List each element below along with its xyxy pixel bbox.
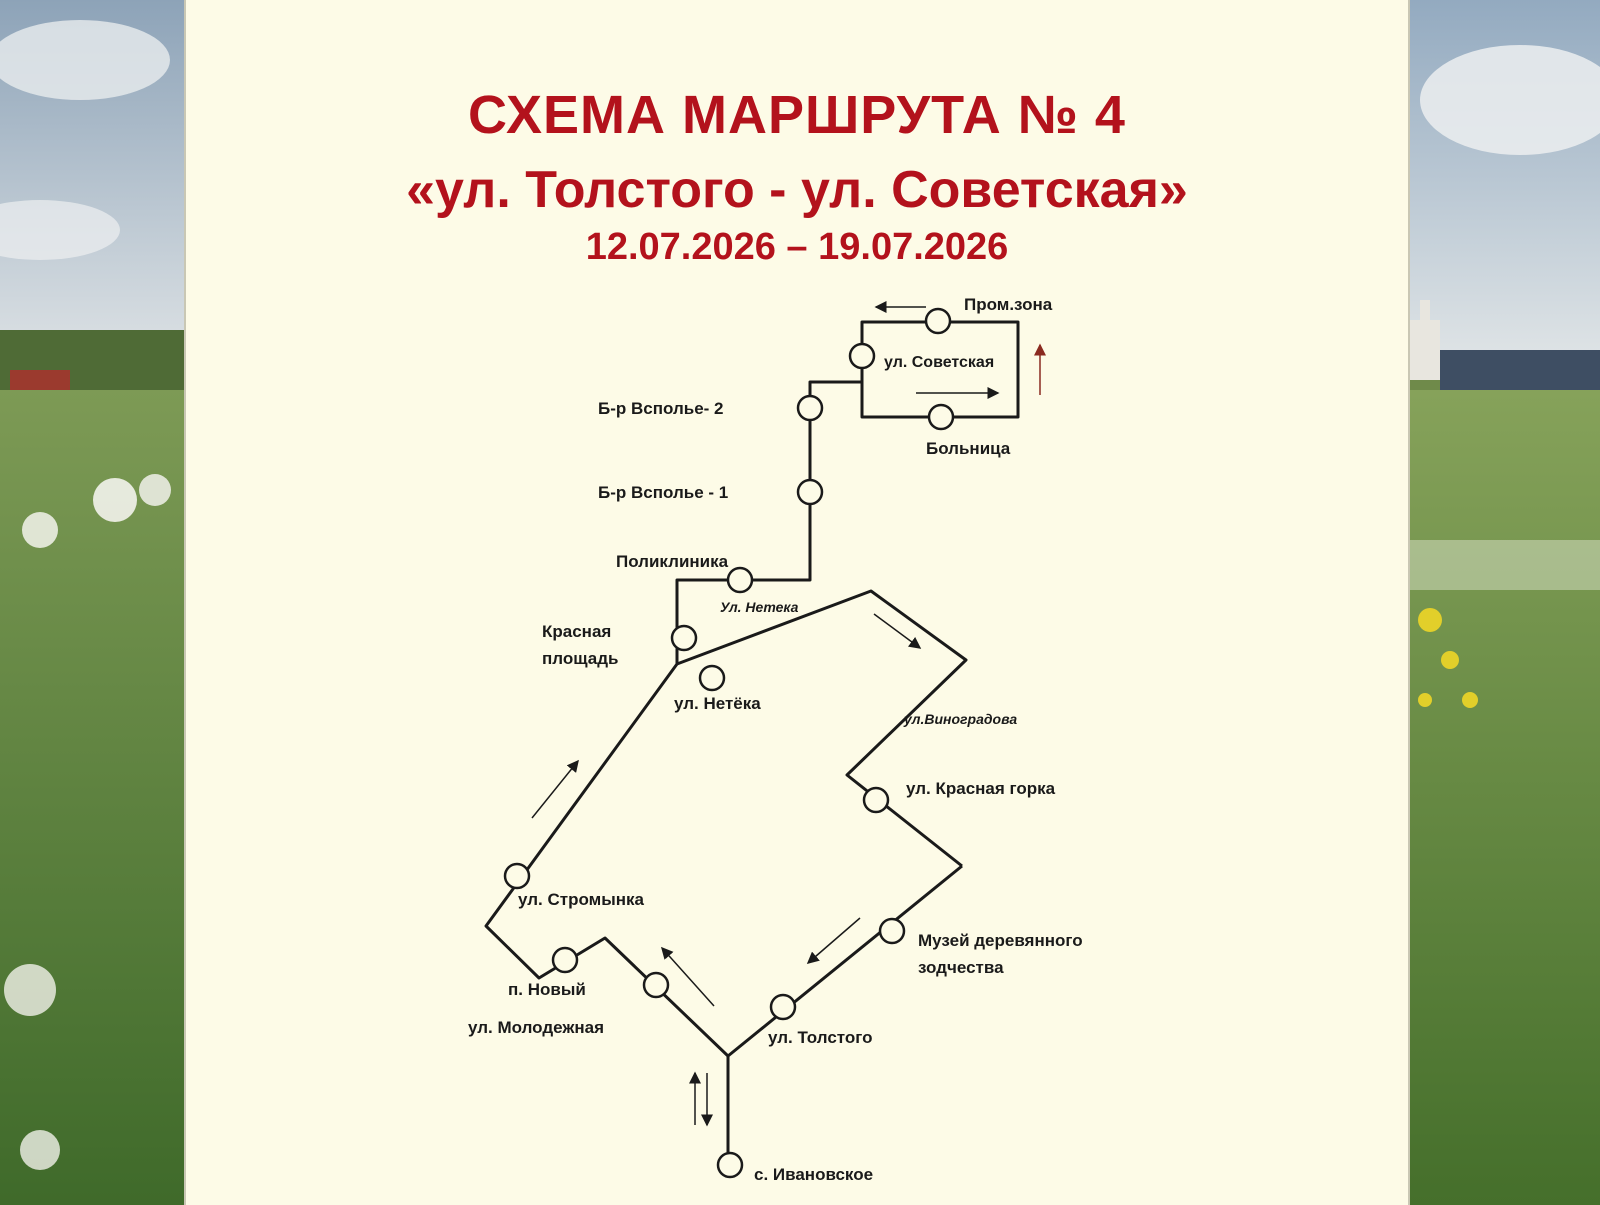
stop-labels: Пром.зона ул. Советская Больница Б-р Всп… [468,295,1083,1184]
label-vspole1: Б-р Всполье - 1 [598,483,728,502]
label-stromynka: ул. Стромынка [518,890,644,909]
route-poster: СХЕМА МАРШРУТА № 4 «ул. Толстого - ул. С… [184,0,1410,1205]
route-subtitle: «ул. Толстого - ул. Советская» [406,161,1188,219]
arrow-muzei-icon [806,917,861,964]
stop-molodezhnaya[interactable] [642,971,670,999]
stop-muzei[interactable] [878,917,906,945]
stop-vspole1[interactable] [796,478,824,506]
label-street-vinogradova: ул.Виноградова [903,711,1017,727]
route-line-east [727,864,963,1058]
label-molodezhnaya: ул. Молодежная [468,1018,604,1037]
label-promzona: Пром.зона [964,295,1053,314]
stops [503,307,955,1179]
stop-promzona[interactable] [924,307,952,335]
arrow-neteka-icon [873,613,922,649]
label-neteka: ул. Нетёка [674,694,761,713]
stop-vspole2[interactable] [796,394,824,422]
route-dates: 12.07.2026 – 19.07.2026 [585,226,1009,268]
label-poliklinika: Поликлиника [616,552,729,571]
label-noviy: п. Новый [508,980,586,999]
direction-arrows [531,301,1046,1127]
label-bolnitsa: Больница [926,439,1011,458]
label-krasnaya-gorka: ул. Красная горка [906,779,1056,798]
arrow-molodezhnaya-icon [660,946,715,1007]
route-title: СХЕМА МАРШРУТА № 4 [468,85,1126,145]
stop-neteka[interactable] [698,664,726,692]
stop-tolstogo[interactable] [769,993,797,1021]
label-street-neteka: Ул. Нетека [720,599,799,615]
label-tolstogo: ул. Толстого [768,1028,873,1047]
route-line-north [675,380,862,664]
label-muzei-1: Музей деревянного [918,931,1083,950]
meadow-photo-right [1410,0,1600,1205]
stop-poliklinika[interactable] [726,566,754,594]
stop-stromynka[interactable] [503,862,531,890]
stop-krasnaya-gorka[interactable] [862,786,890,814]
meadow-photo-left [0,0,184,1205]
label-krasnaya-1: Красная [542,622,611,641]
label-ivanovskoe: с. Ивановское [754,1165,873,1184]
route-line-neteka-loop [676,589,968,868]
stop-ivanovskoe[interactable] [716,1151,744,1179]
arrow-west-up-icon [531,759,579,819]
label-muzei-2: зодчества [918,958,1004,977]
stop-sovetskaya[interactable] [848,342,876,370]
stop-noviy[interactable] [551,946,579,974]
label-sovetskaya: ул. Советская [884,354,994,371]
label-krasnaya-2: площадь [542,649,618,668]
stop-krasnaya-ploshchad[interactable] [670,624,698,652]
label-vspole2: Б-р Всполье- 2 [598,399,724,418]
stop-bolnitsa[interactable] [927,403,955,431]
route-diagram: Пром.зона ул. Советская Больница Б-р Всп… [468,295,1083,1184]
route-loop-top [860,320,1020,419]
